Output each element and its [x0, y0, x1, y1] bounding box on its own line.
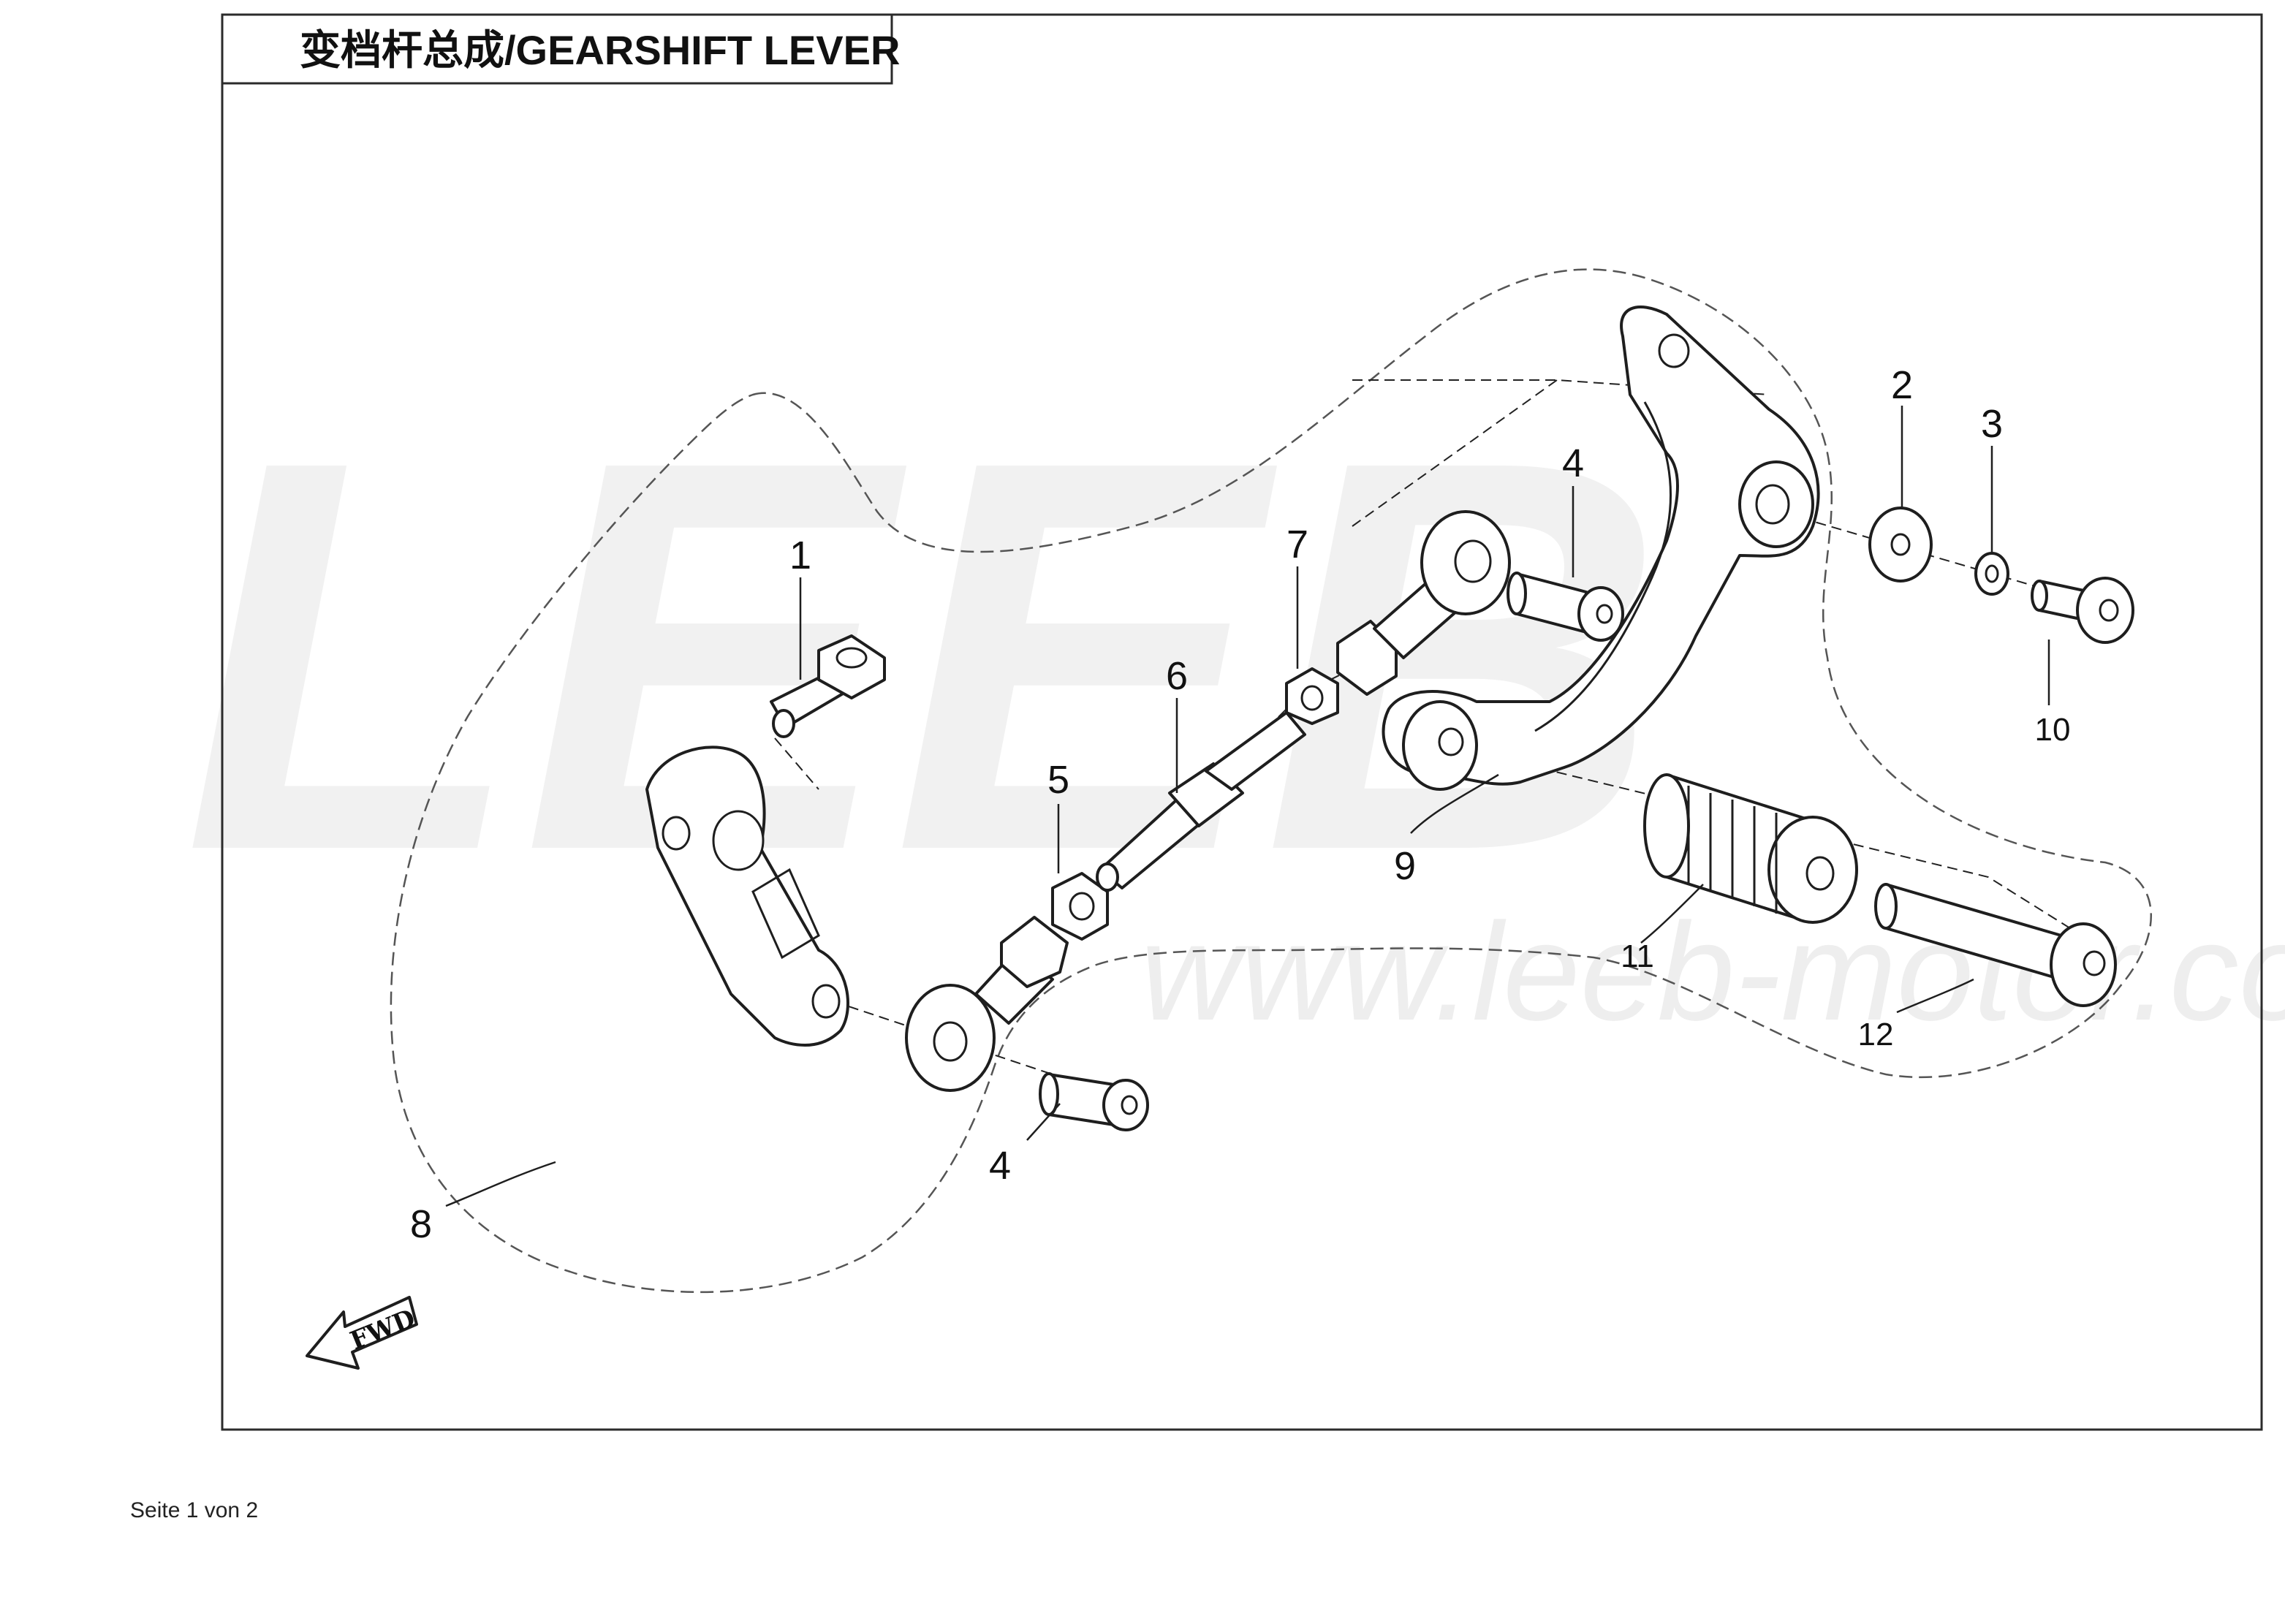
leader-11 [1640, 884, 1704, 944]
page-number-footer: Seite 1 von 2 [130, 1498, 259, 1522]
part-3-small-washer [1974, 552, 2009, 596]
part-2-washer [1868, 506, 1933, 583]
leader-8 [445, 1161, 556, 1207]
leader-4-bottom [1026, 1103, 1061, 1141]
part-4-top-bolt [1507, 572, 1624, 642]
title-box: 变档杆总成/GEARSHIFT LEVER [221, 13, 900, 85]
callout-2: 2 [1891, 363, 1913, 407]
axis-line-rod-end-top-2 [1352, 379, 1558, 527]
lower-rod-end [905, 916, 1069, 1092]
watermark-letters: LEEB [183, 346, 1664, 966]
callout-4-top: 4 [1562, 441, 1584, 485]
callout-12: 12 [1858, 1017, 1894, 1052]
part-11-foot-peg [1643, 773, 1858, 924]
callout-3: 3 [1981, 402, 2003, 446]
callout-labels: 1 2 3 4 4 5 6 7 8 9 10 11 12 [410, 363, 2071, 1246]
part-5-nut [1051, 872, 1109, 941]
part-6-threaded-rod [1096, 711, 1306, 892]
callout-10: 10 [2035, 712, 2071, 748]
fwd-arrow-icon: FWD [306, 1296, 420, 1370]
axis-line-peg [1447, 745, 2106, 951]
axis-line-bolt1 [774, 737, 819, 790]
part-12-long-bolt [1874, 883, 2117, 1007]
leader-9 [1410, 773, 1499, 834]
title-box-border [221, 13, 893, 85]
diagram-title: 变档杆总成/GEARSHIFT LEVER [300, 27, 900, 73]
part-10-bolt [2031, 577, 2134, 644]
leader-12 [1896, 978, 1974, 1014]
callout-5: 5 [1047, 758, 1069, 802]
callout-8: 8 [410, 1202, 432, 1246]
lower-link-arm [645, 745, 849, 1047]
part-1-flange-bolt [770, 634, 886, 738]
leader-lines [445, 406, 2050, 1207]
upper-rod-end [1336, 510, 1511, 696]
part-4-bottom-bolt [1039, 1072, 1149, 1131]
callout-1: 1 [789, 534, 811, 577]
part-9-gearshift-lever [1382, 306, 1820, 791]
callout-7: 7 [1287, 523, 1308, 566]
assembly-boundary-outline [390, 268, 2152, 1294]
callout-9: 9 [1394, 844, 1416, 888]
diagram-frame [221, 13, 2263, 1431]
callout-4-bottom: 4 [989, 1144, 1011, 1188]
part-7-nut [1285, 667, 1339, 725]
callout-11: 11 [1621, 938, 1654, 974]
callout-6: 6 [1166, 654, 1188, 698]
